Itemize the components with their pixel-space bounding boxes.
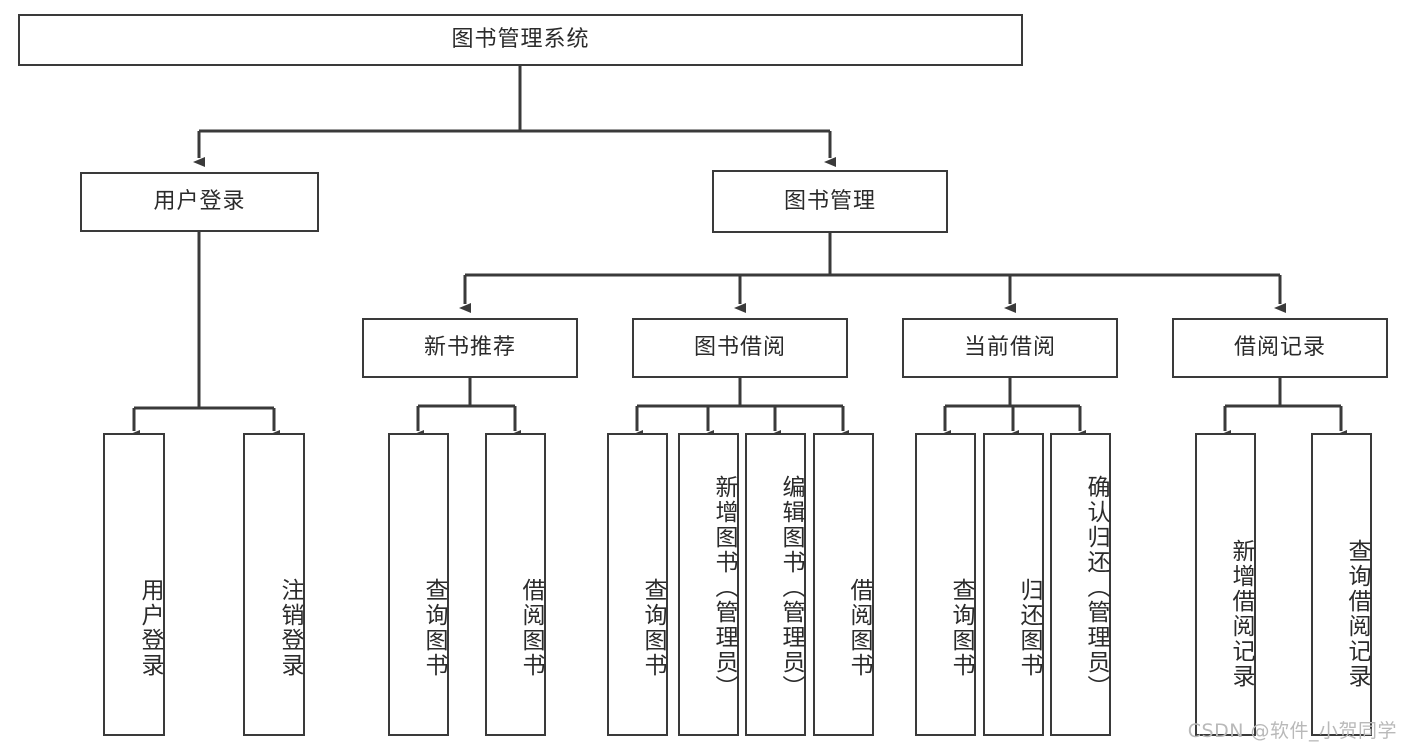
node-borrow-record[interactable]: 借阅记录 xyxy=(1172,318,1388,378)
node-root-book-management-system[interactable]: 图书管理系统 xyxy=(18,14,1023,66)
node-label: 图书借阅 xyxy=(693,335,786,361)
node-leaf-borrow-book[interactable]: 借阅图书 xyxy=(813,433,874,736)
node-label: 用户登录 xyxy=(153,189,246,215)
node-leaf-add-borrow-record[interactable]: 新增借阅记录 xyxy=(1195,433,1256,736)
node-label: 图书管理 xyxy=(783,188,876,214)
node-label: 归还图书 xyxy=(1016,577,1042,678)
node-leaf-return-book[interactable]: 归还图书 xyxy=(983,433,1044,736)
node-user-login[interactable]: 用户登录 xyxy=(80,172,319,232)
node-label: 用户登录 xyxy=(137,577,163,678)
node-label: 编辑图书（管理员） xyxy=(778,475,804,700)
node-label: 当前借阅 xyxy=(963,335,1056,361)
node-leaf-edit-book-admin[interactable]: 编辑图书（管理员） xyxy=(745,433,806,736)
watermark-csdn: CSDN @软件_小贺同学 xyxy=(1187,720,1397,742)
node-leaf-user-login-do[interactable]: 用户登录 xyxy=(103,433,165,736)
node-label: 查询借阅记录 xyxy=(1344,538,1370,689)
node-label: 查询图书 xyxy=(948,577,974,678)
node-label: 新增图书（管理员） xyxy=(711,475,737,700)
node-book-borrow[interactable]: 图书借阅 xyxy=(632,318,848,378)
node-leaf-add-book-admin[interactable]: 新增图书（管理员） xyxy=(678,433,739,736)
node-label: 查询图书 xyxy=(421,577,447,678)
node-label: 图书管理系统 xyxy=(451,27,590,53)
node-leaf-borrow-book-recommend[interactable]: 借阅图书 xyxy=(485,433,546,736)
node-label: 查询图书 xyxy=(640,577,666,678)
node-label: 借阅图书 xyxy=(846,577,872,678)
node-leaf-query-book-recommend[interactable]: 查询图书 xyxy=(388,433,449,736)
node-label: 新增借阅记录 xyxy=(1228,538,1254,689)
node-label: 借阅记录 xyxy=(1233,335,1326,361)
node-leaf-query-book-borrow[interactable]: 查询图书 xyxy=(607,433,668,736)
node-leaf-query-book-current[interactable]: 查询图书 xyxy=(915,433,976,736)
node-label: 确认归还（管理员） xyxy=(1083,475,1109,700)
node-label: 注销登录 xyxy=(277,577,303,678)
node-label: 借阅图书 xyxy=(518,577,544,678)
node-leaf-query-borrow-record[interactable]: 查询借阅记录 xyxy=(1311,433,1372,736)
node-label: 新书推荐 xyxy=(423,335,516,361)
node-new-book-recommend[interactable]: 新书推荐 xyxy=(362,318,578,378)
node-book-management[interactable]: 图书管理 xyxy=(712,170,948,233)
node-current-borrow[interactable]: 当前借阅 xyxy=(902,318,1118,378)
node-leaf-confirm-return-admin[interactable]: 确认归还（管理员） xyxy=(1050,433,1111,736)
node-leaf-user-logout[interactable]: 注销登录 xyxy=(243,433,305,736)
